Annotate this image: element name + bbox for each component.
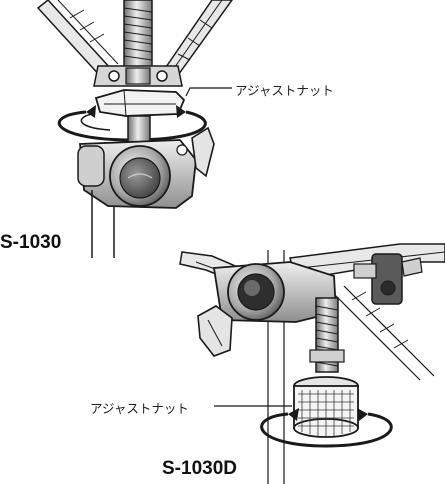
knurl-pattern: [298, 390, 354, 437]
top-stand-tubes: [91, 190, 115, 258]
top-left-brace: [36, 0, 119, 80]
top-callout-leader: [185, 87, 232, 97]
top-clamp-body: [77, 126, 215, 209]
bottom-adjust-nut: [293, 376, 359, 438]
bottom-model-label: S-1030D: [162, 458, 237, 479]
bottom-clamp-body: [197, 261, 337, 357]
top-illustration: [36, 0, 233, 258]
top-stem: [127, 115, 151, 143]
top-callout-label: アジャストナット: [235, 83, 334, 98]
bottom-threaded-rod: [309, 297, 345, 373]
bottom-rotation-arrow-icon: [260, 408, 393, 448]
top-threaded-rod: [123, 0, 153, 69]
top-spider-hub: [93, 65, 183, 87]
top-adjust-nut: [94, 89, 186, 117]
bottom-illustration: [179, 243, 445, 484]
bottom-callout-label: アジャストナット: [90, 401, 189, 416]
top-model-label: S-1030: [0, 232, 62, 253]
bottom-right-bracket: [353, 253, 423, 305]
pearl-logo-badge: [119, 157, 161, 199]
